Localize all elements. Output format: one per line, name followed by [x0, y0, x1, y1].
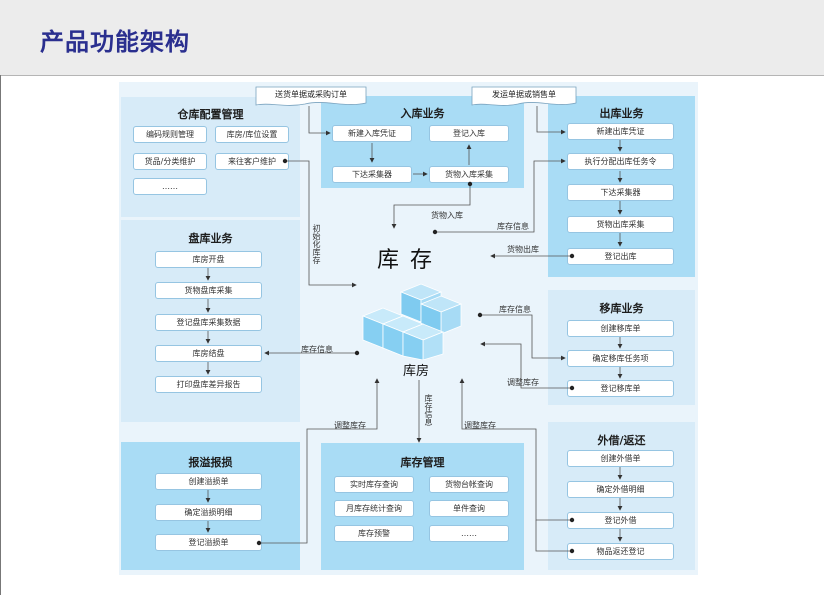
- flow-stock-info-stocktake: 库存信息: [301, 345, 333, 354]
- node-storage-location[interactable]: 库房/库位设置: [215, 126, 289, 143]
- node-new-outbound-voucher[interactable]: 新建出库凭证: [567, 123, 674, 140]
- doc-purchase-order: 送货单据或采购订单: [255, 86, 367, 108]
- warehouse-boxes-icon: [361, 283, 463, 360]
- node-customer-maintenance[interactable]: 来往客户维护: [215, 153, 289, 170]
- flow-goods-out: 货物出库: [507, 245, 539, 254]
- node-confirm-loss-detail[interactable]: 确定溢损明细: [155, 504, 262, 521]
- node-dispatch-collector-out[interactable]: 下达采集器: [567, 184, 674, 201]
- node-register-loss[interactable]: 登记溢损单: [155, 534, 262, 551]
- panel-title-loss: 报溢报损: [188, 456, 233, 469]
- node-register-inbound[interactable]: 登记入库: [429, 125, 509, 142]
- node-stocktake-collect[interactable]: 货物盘库采集: [155, 282, 262, 299]
- flow-adjust-loss: 调整库存: [334, 421, 366, 430]
- node-register-outbound[interactable]: 登记出库: [567, 248, 674, 265]
- panel-title-inventory-mgmt: 库存管理: [400, 456, 445, 469]
- flow-stock-info-mgmt: 库存信息: [424, 394, 433, 426]
- node-open-stocktake[interactable]: 库房开盘: [155, 251, 262, 268]
- panel-title-transfer: 移库业务: [599, 302, 644, 315]
- node-register-stocktake-data[interactable]: 登记盘库采集数据: [155, 314, 262, 331]
- doc-purchase-label: 送货单据或采购订单: [275, 90, 347, 99]
- node-realtime-query[interactable]: 实时库存查询: [334, 476, 414, 493]
- node-return-register[interactable]: 物品返还登记: [567, 543, 674, 560]
- warehouse-label: 库房: [403, 364, 430, 379]
- node-config-more[interactable]: ……: [133, 178, 207, 195]
- node-confirm-transfer-task[interactable]: 确定移库任务项: [567, 350, 674, 367]
- node-single-item-query[interactable]: 单件查询: [429, 500, 509, 517]
- inventory-label: 库 存: [377, 248, 434, 273]
- node-goods-outbound-collect[interactable]: 货物出库采集: [567, 216, 674, 233]
- node-monthly-stats[interactable]: 月库存统计查询: [334, 500, 414, 517]
- node-confirm-lending-detail[interactable]: 确定外借明细: [567, 481, 674, 498]
- node-register-lending[interactable]: 登记外借: [567, 512, 674, 529]
- node-register-transfer[interactable]: 登记移库单: [567, 380, 674, 397]
- architecture-diagram: 仓库配置管理 编码规则管理 库房/库位设置 货品/分类维护 来往客户维护 …… …: [119, 82, 698, 575]
- panel-title-warehouse-config: 仓库配置管理: [177, 108, 244, 121]
- connector-lines: [205, 106, 623, 554]
- page-title: 产品功能架构: [40, 28, 190, 56]
- panel-title-outbound: 出库业务: [599, 107, 644, 120]
- node-create-loss[interactable]: 创建溢损单: [155, 473, 262, 490]
- flow-init-stock: 初始化库存: [312, 224, 321, 264]
- node-code-rules[interactable]: 编码规则管理: [133, 126, 207, 143]
- panel-title-lending: 外借/返还: [597, 434, 646, 447]
- flow-adjust-transfer: 调整库存: [507, 378, 539, 387]
- node-print-diff-report[interactable]: 打印盘库差异报告: [155, 376, 262, 393]
- panel-title-inbound: 入库业务: [400, 107, 445, 120]
- left-border: [0, 75, 1, 595]
- doc-shape-icon: [471, 86, 577, 106]
- doc-sales-label: 发运单据或销售单: [492, 90, 556, 99]
- doc-shape-icon: [255, 86, 367, 106]
- doc-sales-order: 发运单据或销售单: [471, 86, 577, 108]
- node-new-inbound-voucher[interactable]: 新建入库凭证: [332, 125, 412, 142]
- node-close-stocktake[interactable]: 库房结盘: [155, 345, 262, 362]
- node-mgmt-more[interactable]: ……: [429, 525, 509, 542]
- flow-stock-info-transfer: 库存信息: [499, 305, 531, 314]
- node-create-lending[interactable]: 创建外借单: [567, 450, 674, 467]
- flow-adjust-lending: 调整库存: [464, 421, 496, 430]
- node-goods-category[interactable]: 货品/分类维护: [133, 153, 207, 170]
- node-stock-alert[interactable]: 库存预警: [334, 525, 414, 542]
- node-assign-outbound-task[interactable]: 执行分配出库任务令: [567, 153, 674, 170]
- panel-title-stocktake: 盘库业务: [188, 232, 233, 245]
- node-ledger-query[interactable]: 货物台帐查询: [429, 476, 509, 493]
- flow-goods-in: 货物入库: [431, 211, 463, 220]
- node-dispatch-collector-in[interactable]: 下达采集器: [332, 166, 412, 183]
- flow-stock-info-out: 库存信息: [497, 222, 529, 231]
- page-header: 产品功能架构: [0, 0, 824, 76]
- node-create-transfer[interactable]: 创建移库单: [567, 320, 674, 337]
